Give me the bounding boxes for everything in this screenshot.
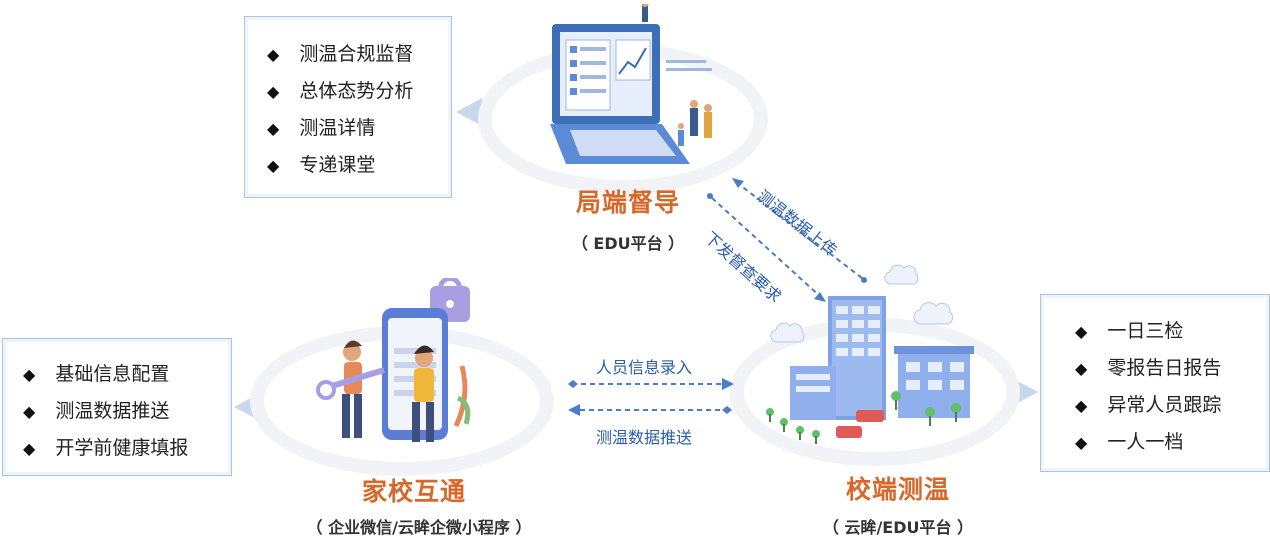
- diamond-bullet-icon: ◆: [267, 119, 280, 138]
- left-node-subtitle: （ 企业微信/云眸企微小程序 ）: [306, 518, 532, 537]
- push-flow-label: 测温数据推送: [596, 428, 693, 447]
- left-pointer-icon: [456, 98, 482, 126]
- push-arrow-tail: [722, 406, 732, 414]
- right-node-subtitle: （ 云眸/EDU平台 ）: [822, 518, 974, 537]
- diamond-bullet-icon: ◆: [23, 402, 36, 421]
- diamond-bullet-icon: ◆: [1075, 433, 1088, 452]
- school-buildings-illustration: [766, 264, 974, 444]
- list-item: ◆专递课堂: [267, 147, 451, 184]
- entry-arrow-head: [722, 378, 734, 390]
- right-node-title: 校端测温: [845, 475, 950, 504]
- diamond-bullet-icon: ◆: [23, 439, 36, 458]
- list-item: ◆一日三检: [1075, 313, 1269, 350]
- upload-arrow-tail: [861, 277, 867, 283]
- diamond-bullet-icon: ◆: [1075, 396, 1088, 415]
- diamond-bullet-icon: ◆: [23, 365, 36, 384]
- list-item: ◆基础信息配置: [23, 356, 231, 393]
- list-item: ◆测温详情: [267, 110, 451, 147]
- list-item: ◆总体态势分析: [267, 73, 451, 110]
- diamond-bullet-icon: ◆: [267, 156, 280, 175]
- list-item: ◆开学前健康填报: [23, 430, 231, 467]
- left-feature-box: ◆基础信息配置 ◆测温数据推送 ◆开学前健康填报: [2, 338, 232, 476]
- list-item: ◆异常人员跟踪: [1075, 387, 1269, 424]
- entry-arrow-tail: [568, 380, 578, 388]
- right-feature-box: ◆一日三检 ◆零报告日报告 ◆异常人员跟踪 ◆一人一档: [1040, 294, 1270, 472]
- diamond-bullet-icon: ◆: [1075, 322, 1088, 341]
- upload-arrow-head: [732, 178, 744, 188]
- issue-arrow: [711, 197, 823, 299]
- top-node-title: 局端督导: [575, 188, 680, 217]
- laptop-dashboard-illustration: [550, 4, 712, 164]
- diamond-bullet-icon: ◆: [1075, 359, 1088, 378]
- issue-arrow-head: [814, 292, 826, 302]
- top-feature-box: ◆测温合规监督 ◆总体态势分析 ◆测温详情 ◆专递课堂: [244, 16, 452, 198]
- diamond-bullet-icon: ◆: [267, 45, 280, 64]
- list-item: ◆测温数据推送: [23, 393, 231, 430]
- issue-arrow-tail: [707, 193, 713, 199]
- phone-people-illustration: [316, 278, 471, 442]
- push-arrow-head: [568, 404, 580, 416]
- list-item: ◆测温合规监督: [267, 36, 451, 73]
- list-item: ◆零报告日报告: [1075, 350, 1269, 387]
- list-item: ◆一人一档: [1075, 424, 1269, 461]
- diamond-bullet-icon: ◆: [267, 82, 280, 101]
- left-node-title: 家校互通: [361, 477, 466, 506]
- entry-flow-label: 人员信息录入: [596, 358, 693, 377]
- top-node-subtitle: （ EDU平台 ）: [571, 234, 685, 253]
